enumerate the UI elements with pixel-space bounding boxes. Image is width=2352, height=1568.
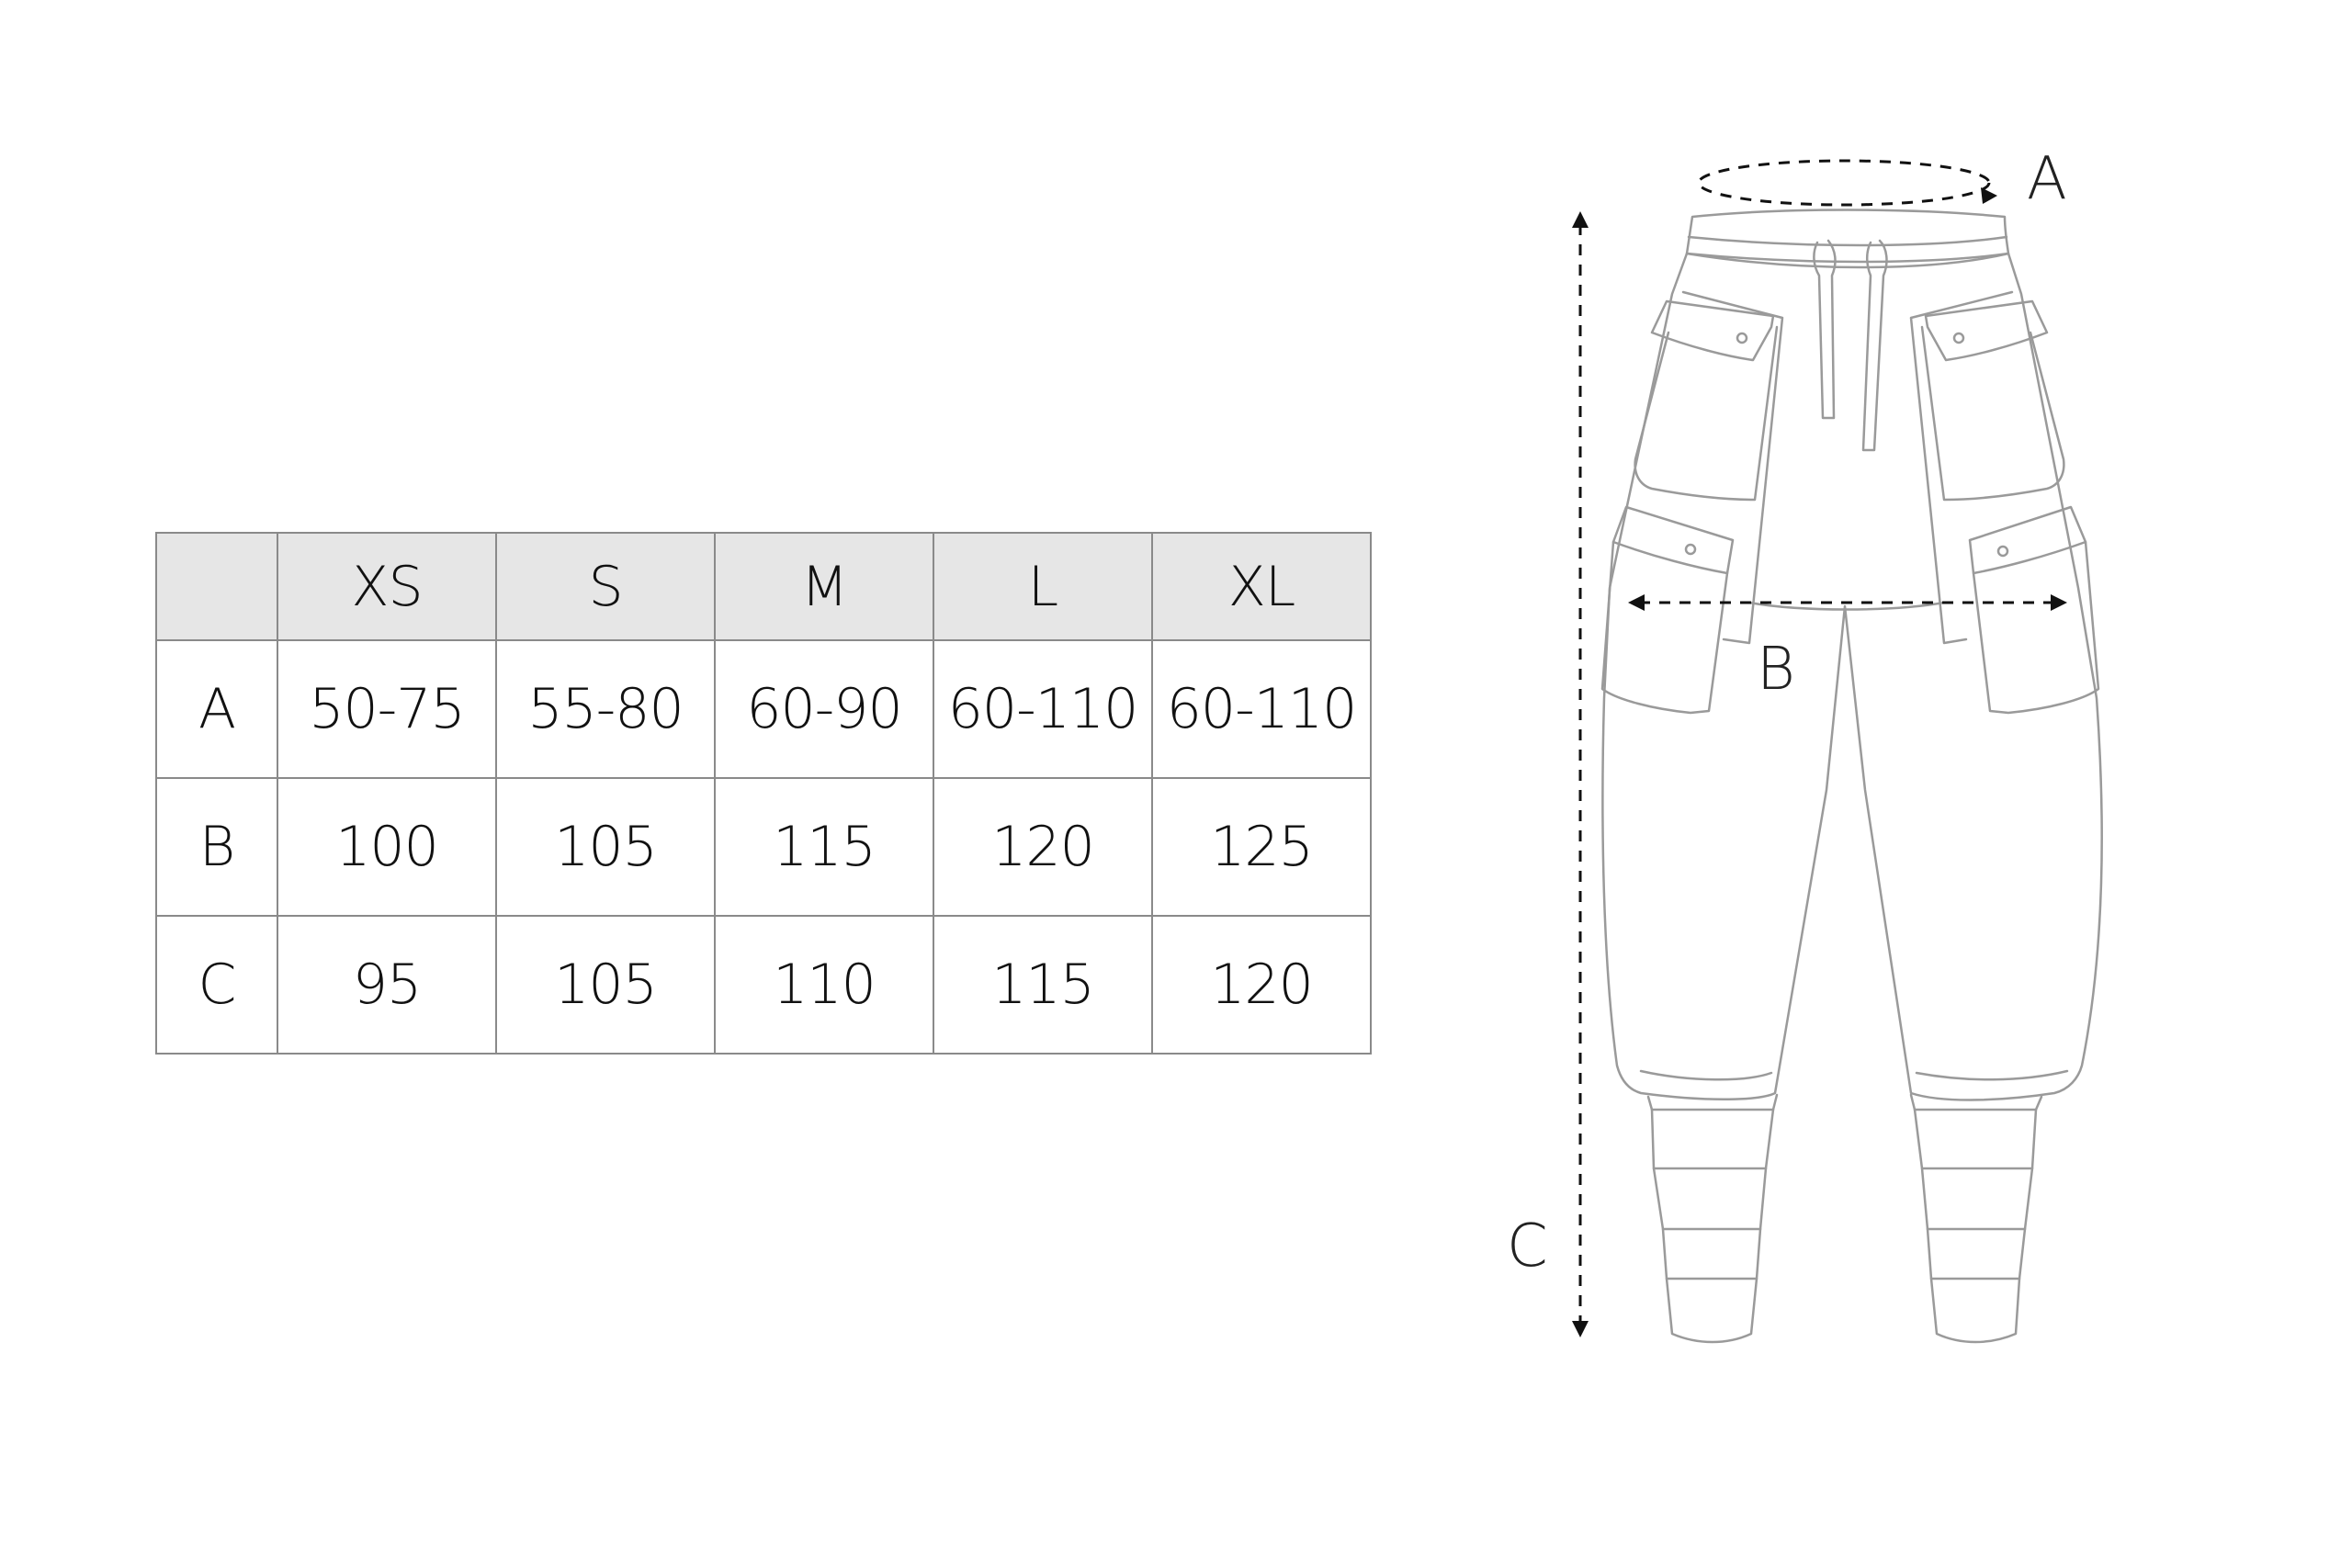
size-header-row: XS S M L XL	[155, 532, 1372, 641]
size-chart-table: XS S M L XL A 50-75 55-80 60-90 60-110 6…	[155, 532, 1372, 1055]
waistband-seam	[1687, 235, 2008, 247]
waistband-lower-seam	[1685, 252, 2010, 264]
size-header-m: M	[714, 532, 934, 641]
hip-label: B	[1757, 636, 1795, 704]
seat-line	[1747, 601, 1946, 611]
table-cell: 95	[277, 915, 497, 1055]
table-row: B 100 105 115 120 125	[155, 777, 1372, 917]
upper-right-pocket-flap	[1924, 299, 2049, 362]
button-icon	[1736, 332, 1748, 344]
upper-left-pocket-flap	[1650, 299, 1775, 362]
arrow-down-icon	[1572, 1321, 1589, 1337]
table-row: A 50-75 55-80 60-90 60-110 60-110	[155, 639, 1372, 779]
arrow-right-icon	[1981, 187, 1997, 204]
left-hem-gather	[1639, 1069, 1773, 1081]
corner-cell	[155, 532, 278, 641]
lower-left-pocket-flap	[1611, 505, 1735, 575]
arrow-right-icon	[2051, 594, 2067, 611]
row-label-c: C	[155, 915, 278, 1055]
table-cell: 60-90	[714, 639, 934, 779]
left-cuff	[1646, 1093, 1779, 1344]
button-icon	[1684, 543, 1697, 556]
table-row: C 95 105 110 115 120	[155, 915, 1372, 1055]
right-hem-gather	[1915, 1069, 2069, 1081]
lower-right-pocket	[1972, 540, 2100, 715]
waist-measure-line	[1697, 159, 1991, 207]
table-cell: 115	[933, 915, 1153, 1055]
row-label-a: A	[155, 639, 278, 779]
table-cell: 105	[495, 915, 716, 1055]
table-cell: 115	[714, 777, 934, 917]
table-cell: 120	[933, 777, 1153, 917]
table-cell: 125	[1151, 777, 1372, 917]
table-cell: 120	[1151, 915, 1372, 1055]
cargo-pants-illustration	[1600, 209, 2103, 1344]
length-label: C	[1507, 1213, 1548, 1280]
row-label-b: B	[155, 777, 278, 917]
table-cell: 55-80	[495, 639, 716, 779]
left-side-seam	[1681, 290, 1784, 645]
size-header-l: L	[933, 532, 1153, 641]
measure-length: C	[1507, 211, 1589, 1337]
table-cell: 105	[495, 777, 716, 917]
arrow-up-icon	[1572, 211, 1589, 228]
lower-left-pocket	[1600, 540, 1729, 715]
drawstring-right	[1861, 239, 1888, 452]
button-icon	[1996, 545, 2009, 558]
measure-hip: B	[1628, 594, 2067, 704]
right-cuff	[1909, 1093, 2043, 1344]
table-cell: 100	[277, 777, 497, 917]
measure-waist: A	[1697, 145, 2067, 213]
waist-label: A	[2027, 145, 2067, 213]
table-cell: 60-110	[933, 639, 1153, 779]
drawstring-left	[1813, 239, 1837, 420]
pants-outer-outline	[1601, 252, 2103, 1101]
upper-left-pocket	[1634, 325, 1779, 502]
upper-right-pocket	[1920, 325, 2065, 502]
table-cell: 60-110	[1151, 639, 1372, 779]
table-cell: 50-75	[277, 639, 497, 779]
size-header-xs: XS	[277, 532, 497, 641]
right-side-seam	[1909, 290, 2014, 645]
size-header-xl: XL	[1151, 532, 1372, 641]
arrow-left-icon	[1628, 594, 1645, 611]
button-icon	[1952, 332, 1965, 344]
size-header-s: S	[495, 532, 716, 641]
table-cell: 110	[714, 915, 934, 1055]
